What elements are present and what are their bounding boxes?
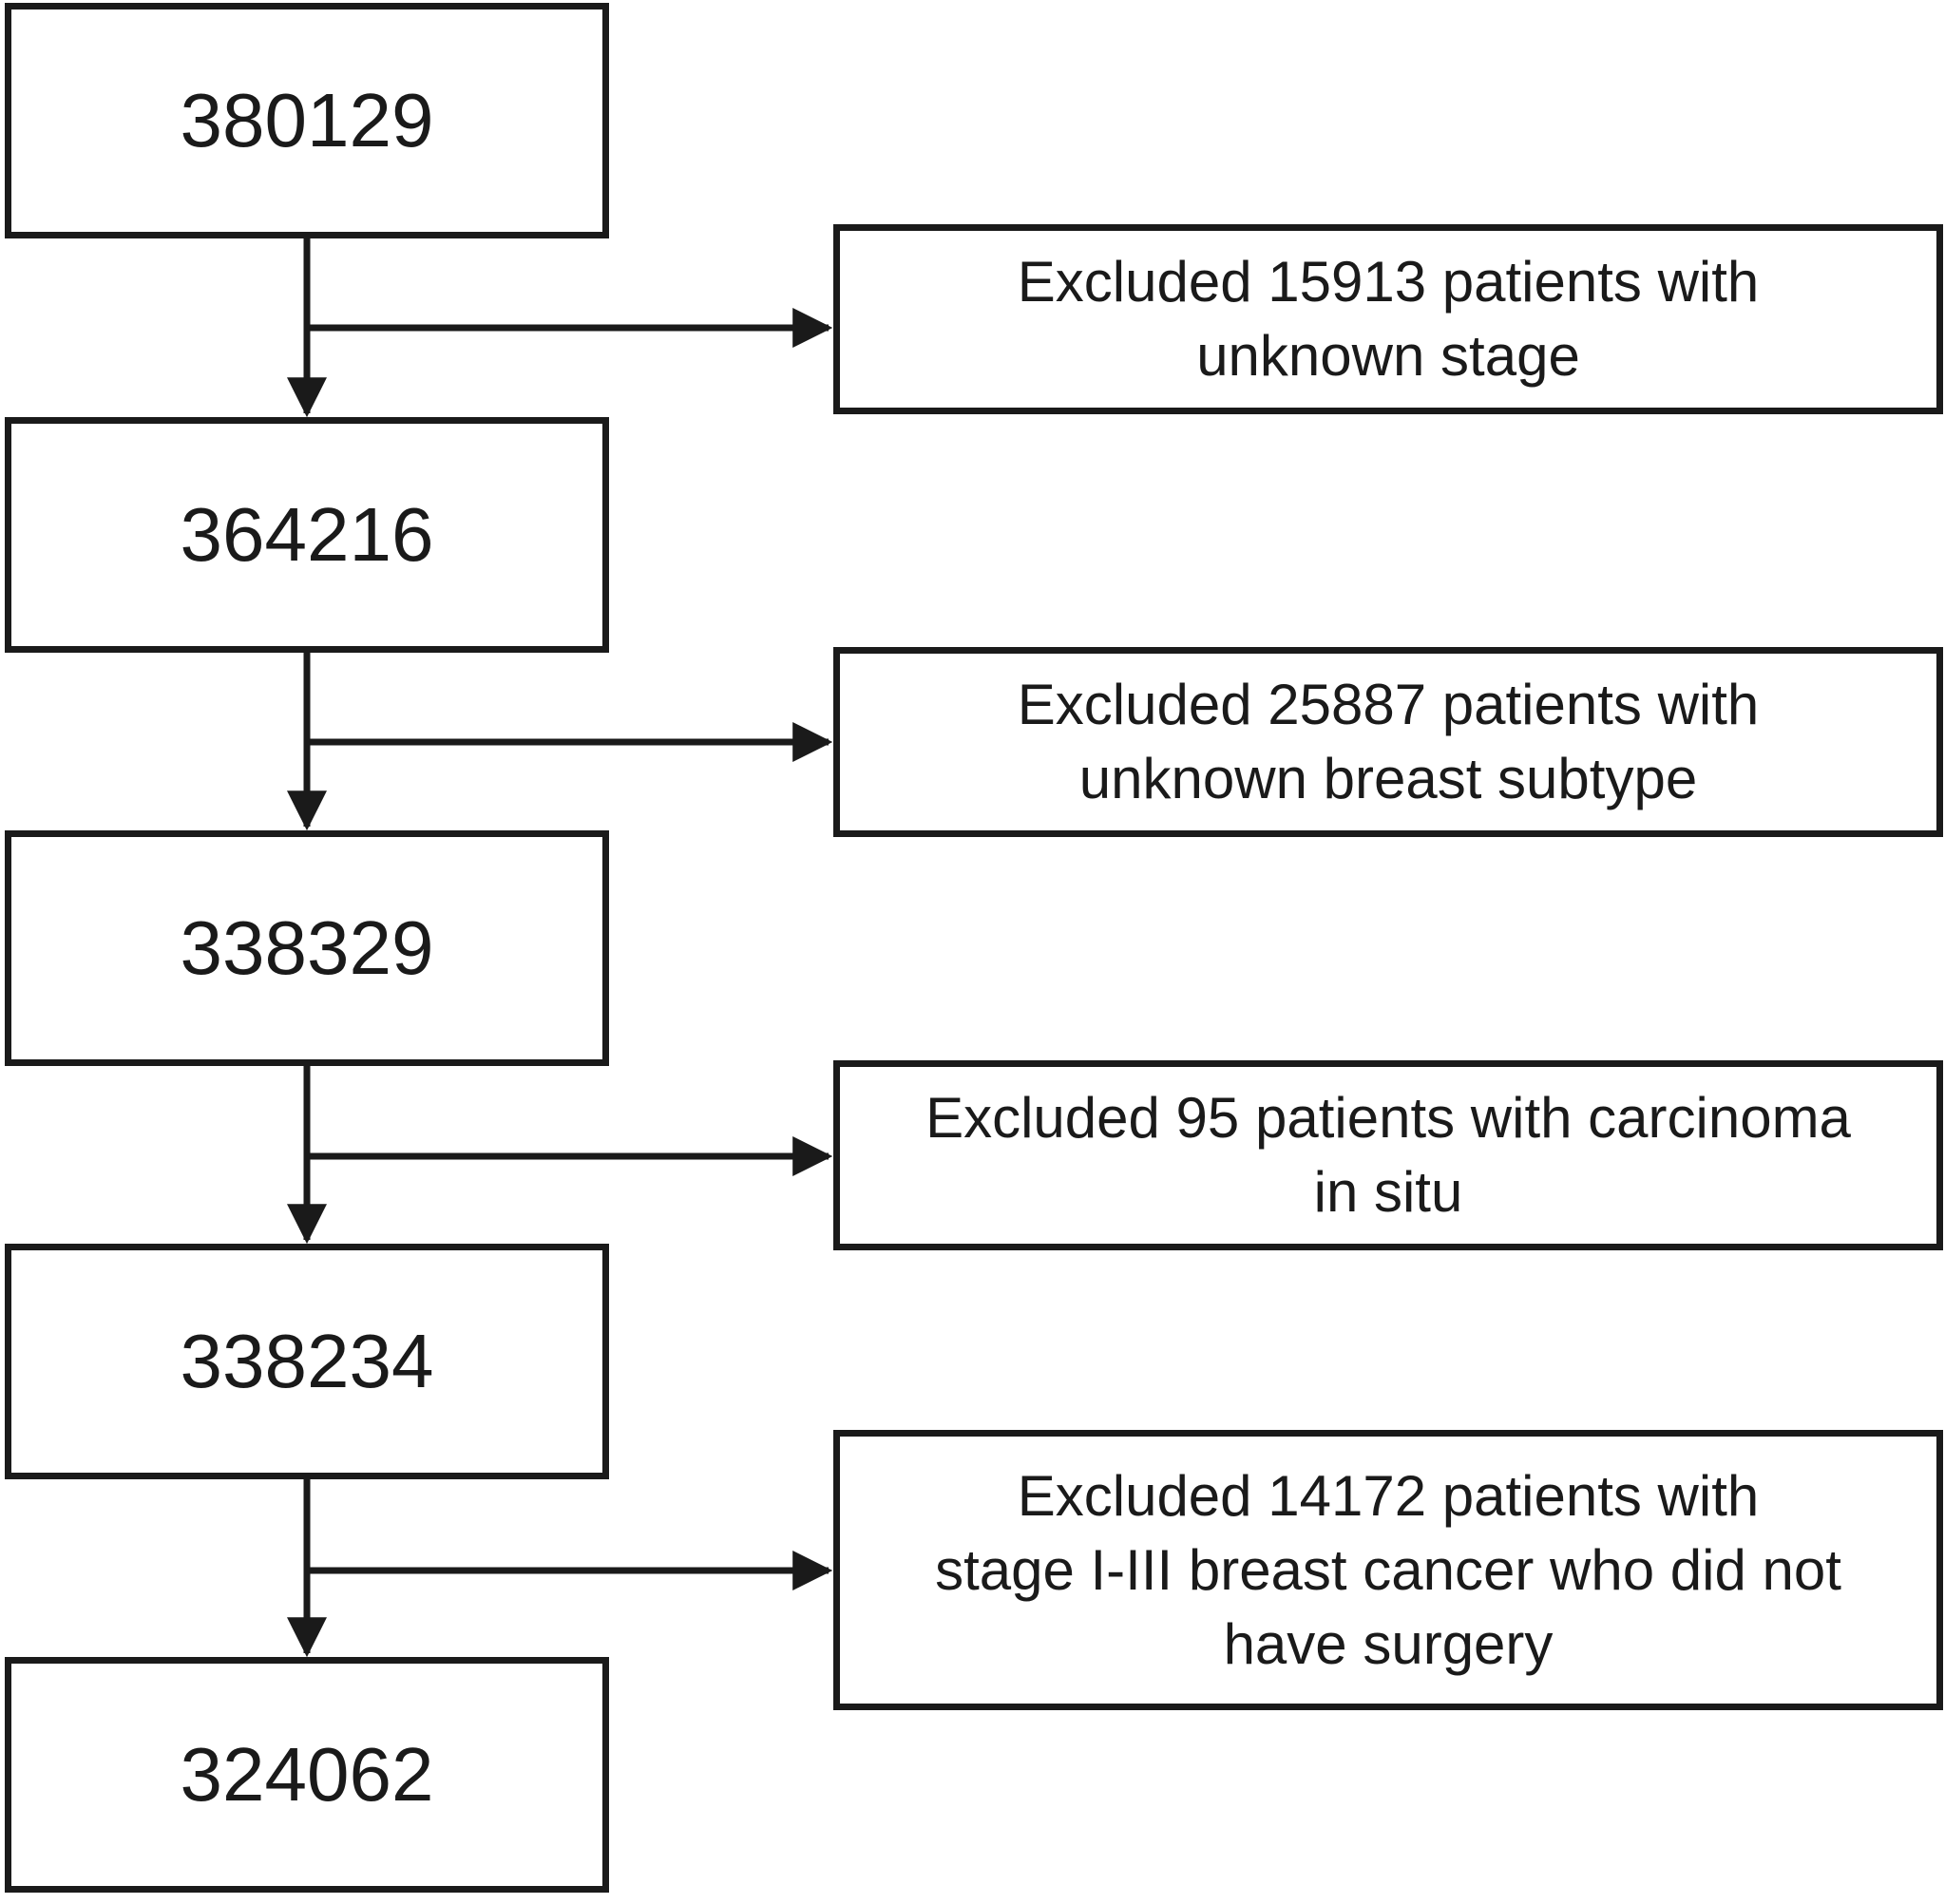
exclusion-line: Excluded 25887 patients with bbox=[1017, 673, 1760, 736]
exclusion-line: unknown stage bbox=[1196, 324, 1580, 388]
count-value: 338234 bbox=[180, 1319, 434, 1403]
exclusion-text: Excluded 95 patients with carcinoma in s… bbox=[925, 1081, 1851, 1229]
count-box-5: 324062 bbox=[5, 1657, 609, 1893]
exclusion-line: Excluded 15913 patients with bbox=[1017, 250, 1760, 314]
exclusion-box-4: Excluded 14172 patients with stage I-III… bbox=[833, 1430, 1943, 1710]
count-box-1: 380129 bbox=[5, 3, 609, 238]
count-value: 364216 bbox=[180, 492, 434, 577]
count-box-2: 364216 bbox=[5, 417, 609, 653]
count-box-3: 338329 bbox=[5, 830, 609, 1066]
exclusion-line: Excluded 14172 patients with bbox=[1017, 1463, 1760, 1528]
exclusion-box-2: Excluded 25887 patients with unknown bre… bbox=[833, 647, 1943, 837]
exclusion-text: Excluded 14172 patients with stage I-III… bbox=[935, 1459, 1841, 1682]
count-box-4: 338234 bbox=[5, 1244, 609, 1479]
exclusion-text: Excluded 25887 patients with unknown bre… bbox=[1018, 668, 1760, 816]
count-value: 380129 bbox=[180, 78, 434, 162]
exclusion-line: stage I-III breast cancer who did not bbox=[935, 1537, 1841, 1602]
count-value: 324062 bbox=[180, 1732, 434, 1817]
exclusion-text: Excluded 15913 patients with unknown sta… bbox=[1018, 245, 1760, 393]
exclusion-line: Excluded 95 patients with carcinoma bbox=[925, 1086, 1851, 1150]
count-value: 338329 bbox=[180, 905, 434, 990]
exclusion-line: in situ bbox=[1313, 1160, 1463, 1224]
exclusion-line: unknown breast subtype bbox=[1078, 747, 1698, 810]
exclusion-line: have surgery bbox=[1223, 1611, 1554, 1676]
exclusion-box-3: Excluded 95 patients with carcinoma in s… bbox=[833, 1060, 1943, 1250]
exclusion-box-1: Excluded 15913 patients with unknown sta… bbox=[833, 224, 1943, 414]
